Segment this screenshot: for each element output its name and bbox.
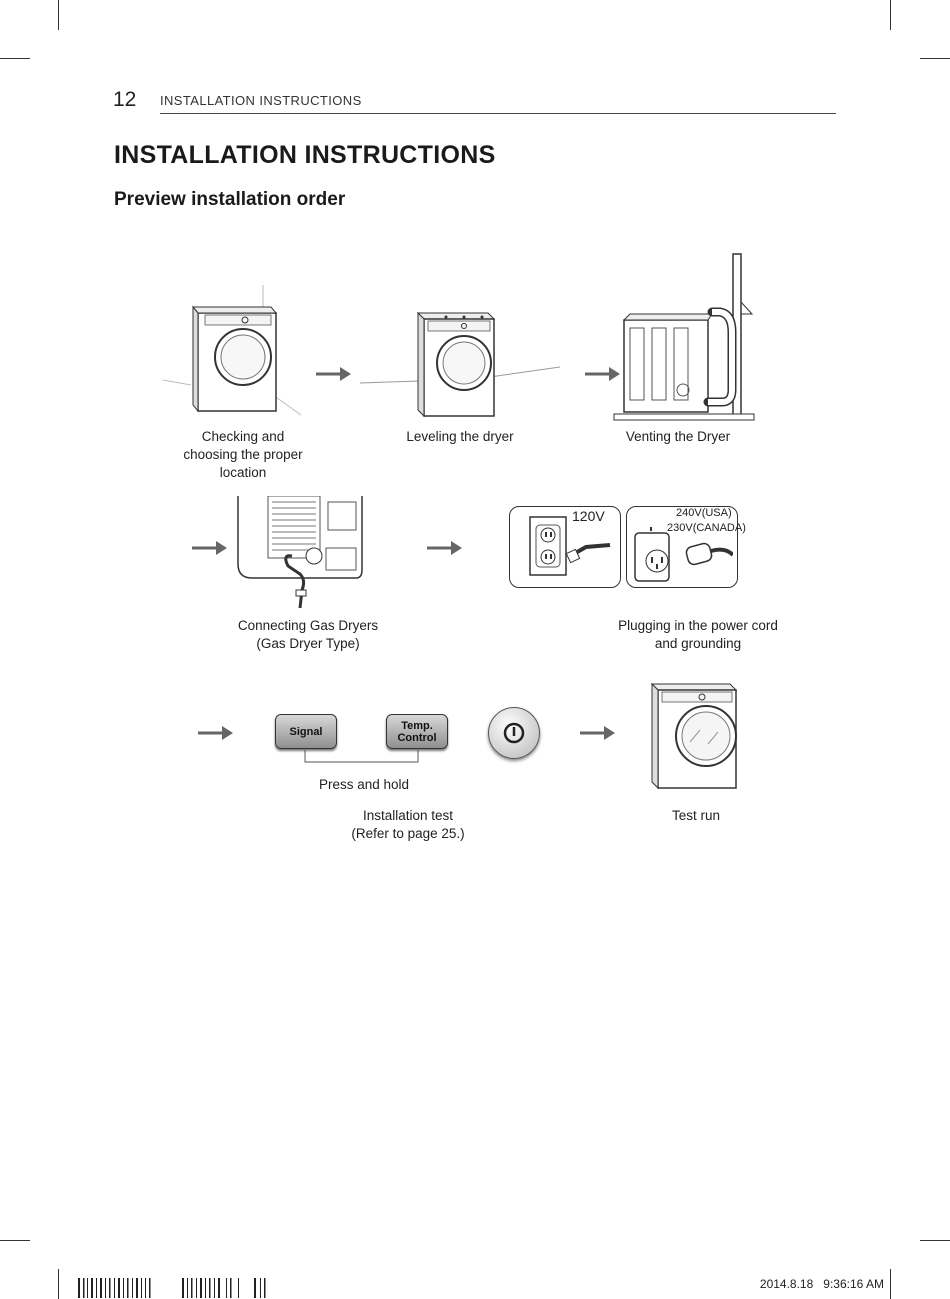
running-head: INSTALLATION INSTRUCTIONS bbox=[160, 93, 362, 108]
power-icon bbox=[488, 707, 540, 759]
power-240v-panel: 240V(USA) 230V(CANADA) bbox=[626, 506, 746, 588]
voltage-label-230v: 230V(CANADA) bbox=[667, 522, 746, 534]
power-120v-panel: 120V bbox=[509, 506, 621, 588]
arrow-right-icon bbox=[316, 366, 352, 382]
step-caption-gas: Connecting Gas Dryers (Gas Dryer Type) bbox=[237, 618, 379, 651]
button-bracket bbox=[304, 750, 419, 763]
step-caption-leveling: Leveling the dryer bbox=[406, 429, 514, 444]
voltage-label-120v: 120V bbox=[572, 508, 605, 524]
voltage-label-240v: 240V(USA) bbox=[676, 507, 732, 519]
caption-press-and-hold: Press and hold bbox=[318, 777, 410, 792]
crop-mark bbox=[920, 1240, 950, 1241]
step-caption-power: Plugging in the power cord and grounding bbox=[618, 618, 778, 651]
dryer-test-run-illustration bbox=[650, 682, 738, 790]
outlet-icon bbox=[529, 516, 611, 576]
arrow-right-icon bbox=[198, 725, 234, 741]
step-caption-test-run: Test run bbox=[671, 808, 721, 823]
crop-mark bbox=[890, 0, 891, 30]
crop-mark bbox=[0, 58, 30, 59]
crop-mark bbox=[890, 1269, 891, 1299]
section-subtitle: Preview installation order bbox=[114, 189, 346, 210]
arrow-right-icon bbox=[585, 366, 621, 382]
arrow-right-icon bbox=[427, 540, 463, 556]
crop-mark bbox=[920, 58, 950, 59]
dryer-corner-illustration bbox=[163, 285, 302, 416]
arrow-right-icon bbox=[192, 540, 228, 556]
signal-button: Signal bbox=[275, 714, 337, 749]
crop-mark bbox=[58, 1269, 59, 1299]
gas-dryer-illustration bbox=[237, 496, 363, 609]
step-caption-checking: Checking and choosing the proper locatio… bbox=[183, 429, 303, 480]
temp-control-button: Temp. Control bbox=[386, 714, 448, 749]
dryer-venting-illustration bbox=[613, 253, 755, 421]
page-title: INSTALLATION INSTRUCTIONS bbox=[114, 141, 496, 169]
crop-mark bbox=[0, 1240, 30, 1241]
page-number: 12 bbox=[113, 88, 137, 111]
step-caption-installation-test: Installation test (Refer to page 25.) bbox=[351, 808, 465, 841]
dryer-leveling-illustration bbox=[360, 311, 560, 418]
crop-mark bbox=[58, 0, 59, 30]
arrow-right-icon bbox=[580, 725, 616, 741]
print-timestamp: 2014.8.18 9:36:16 AM bbox=[759, 1277, 884, 1291]
barcode-mark bbox=[78, 1278, 266, 1298]
header-rule bbox=[160, 113, 836, 114]
step-caption-venting: Venting the Dryer bbox=[625, 429, 731, 444]
plug-icon bbox=[634, 527, 733, 582]
